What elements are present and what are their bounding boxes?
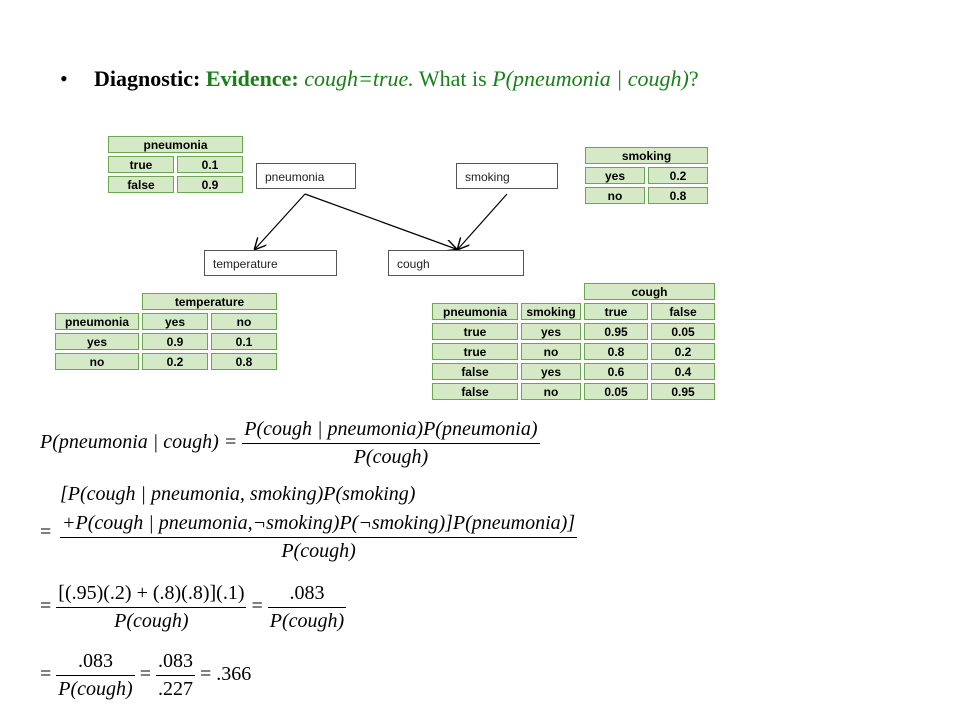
evidence-value: cough=true.: [304, 66, 414, 91]
node-temperature: temperature: [204, 250, 337, 276]
fraction-denominator: P(cough): [58, 678, 133, 700]
fraction-denominator: P(cough): [114, 610, 189, 632]
fraction: .083 .227: [155, 650, 195, 701]
cpt-cell: 0.2: [651, 343, 715, 360]
question-prefix: What is: [418, 66, 487, 91]
equation-lhs: P(pneumonia | cough) =: [40, 431, 238, 454]
edge-pneumonia-temperature: [255, 193, 306, 249]
cpt-cell: true: [432, 323, 518, 340]
fraction-numerator: P(cough | pneumonia)P(pneumonia): [242, 418, 540, 444]
equation-result: .366: [216, 663, 252, 686]
cpt-cell: false: [432, 363, 518, 380]
cpt-col-header: no: [211, 313, 277, 330]
fraction-denominator: P(cough): [353, 446, 429, 468]
cpt-parent-header: pneumonia: [55, 313, 139, 330]
cpt-cell: 0.95: [584, 323, 648, 340]
cpt-cell: yes: [521, 323, 581, 340]
fraction-numerator: .083: [155, 650, 195, 676]
cpt-header: pneumonia: [108, 136, 243, 153]
cpt-cell: true: [108, 156, 174, 173]
edge-pneumonia-cough: [304, 193, 456, 249]
cpt-header: smoking: [585, 147, 708, 164]
equation-line-2: = [P(cough | pneumonia, smoking)P(smokin…: [40, 483, 578, 563]
cpt-cell: yes: [55, 333, 139, 350]
fraction-numerator: [(.95)(.2) + (.8)(.8)](.1): [56, 582, 247, 608]
node-smoking: smoking: [456, 163, 558, 189]
fraction-numerator: .083: [267, 582, 347, 608]
cpt-cell: no: [521, 343, 581, 360]
question-suffix: ?: [688, 66, 699, 91]
cpt-cell: 0.05: [651, 323, 715, 340]
cpt-header: cough: [584, 283, 715, 300]
question-expr: P(pneumonia | cough): [492, 66, 689, 91]
cpt-cell: false: [108, 176, 174, 193]
equals-sign: =: [251, 595, 263, 618]
cpt-cell: 0.1: [211, 333, 277, 350]
cpt-cell: 0.05: [584, 383, 648, 400]
fraction: [P(cough | pneumonia, smoking)P(smoking)…: [60, 483, 578, 563]
cpt-cell: 0.95: [651, 383, 715, 400]
cpt-parent-header: pneumonia: [432, 303, 518, 320]
fraction: [(.95)(.2) + (.8)(.8)](.1) P(cough): [56, 582, 247, 633]
heading-line: • Diagnostic: Evidence: cough=true. What …: [60, 66, 699, 92]
cpt-cell: false: [432, 383, 518, 400]
cpt-cell: 0.1: [177, 156, 243, 173]
cpt-cell: 0.4: [651, 363, 715, 380]
cpt-cell: 0.9: [142, 333, 208, 350]
cpt-cell: 0.9: [177, 176, 243, 193]
bullet-icon: •: [60, 66, 68, 91]
cpt-col-header: false: [651, 303, 715, 320]
fraction-denominator: .227: [157, 678, 193, 700]
cpt-cell: yes: [585, 167, 645, 184]
fraction-numerator: .083: [56, 650, 135, 676]
cpt-cell: no: [55, 353, 139, 370]
cpt-col-header: true: [584, 303, 648, 320]
cpt-cell: yes: [521, 363, 581, 380]
fraction-denominator: P(cough): [269, 610, 345, 632]
cpt-cell: 0.2: [142, 353, 208, 370]
fraction-numerator-line-2: +P(cough | pneumonia,¬smoking)P(¬smoking…: [60, 512, 578, 538]
node-pneumonia: pneumonia: [256, 163, 356, 189]
cpt-cell: 0.6: [584, 363, 648, 380]
cpt-cell: 0.2: [648, 167, 708, 184]
edge-smoking-cough: [458, 193, 508, 249]
cpt-cell: 0.8: [584, 343, 648, 360]
equals-sign: =: [40, 663, 52, 686]
equals-sign: =: [40, 595, 52, 618]
equation-line-3: = [(.95)(.2) + (.8)(.8)](.1) P(cough) = …: [40, 582, 347, 633]
evidence-label: Evidence:: [205, 66, 299, 91]
cpt-col-header: yes: [142, 313, 208, 330]
cpt-header: temperature: [142, 293, 277, 310]
equation-line-1: P(pneumonia | cough) = P(cough | pneumon…: [40, 418, 540, 469]
fraction: .083 P(cough): [56, 650, 135, 701]
fraction: P(cough | pneumonia)P(pneumonia) P(cough…: [242, 418, 540, 469]
equals-sign: =: [40, 521, 52, 543]
cpt-cell: no: [585, 187, 645, 204]
fraction: .083 P(cough): [267, 582, 347, 633]
cpt-cell: no: [521, 383, 581, 400]
fraction-numerator-line-1: [P(cough | pneumonia, smoking)P(smoking): [60, 483, 416, 505]
equation-line-4: = .083 P(cough) = .083 .227 = .366: [40, 650, 251, 701]
cpt-cell: 0.8: [211, 353, 277, 370]
cpt-cell: 0.8: [648, 187, 708, 204]
node-cough: cough: [388, 250, 524, 276]
cpt-cell: true: [432, 343, 518, 360]
cpt-parent-header: smoking: [521, 303, 581, 320]
equals-sign: =: [199, 663, 212, 686]
fraction-denominator: P(cough): [281, 540, 356, 562]
equals-sign: =: [139, 663, 151, 686]
diagnostic-label: Diagnostic:: [94, 66, 201, 91]
